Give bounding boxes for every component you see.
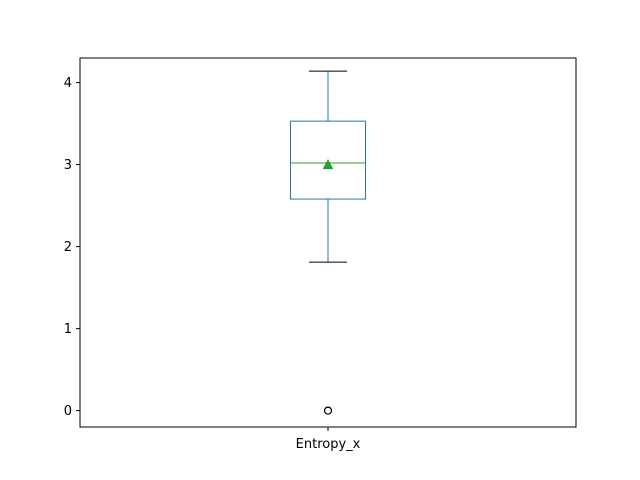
y-tick-label: 3 bbox=[64, 158, 72, 173]
x-axis-ticks: Entropy_x bbox=[296, 427, 361, 452]
y-tick-label: 1 bbox=[64, 322, 72, 337]
axes-frame bbox=[79, 57, 577, 428]
y-tick-label: 2 bbox=[64, 240, 72, 255]
iqr-box bbox=[290, 120, 366, 200]
plot-area bbox=[290, 70, 366, 415]
x-tick-label: Entropy_x bbox=[296, 437, 361, 452]
y-tick-label: 4 bbox=[64, 76, 72, 91]
outlier-point bbox=[324, 406, 332, 415]
y-tick-label: 0 bbox=[64, 404, 72, 419]
y-axis-ticks: 0 1 2 3 4 bbox=[64, 76, 80, 419]
mean-marker bbox=[322, 159, 334, 170]
